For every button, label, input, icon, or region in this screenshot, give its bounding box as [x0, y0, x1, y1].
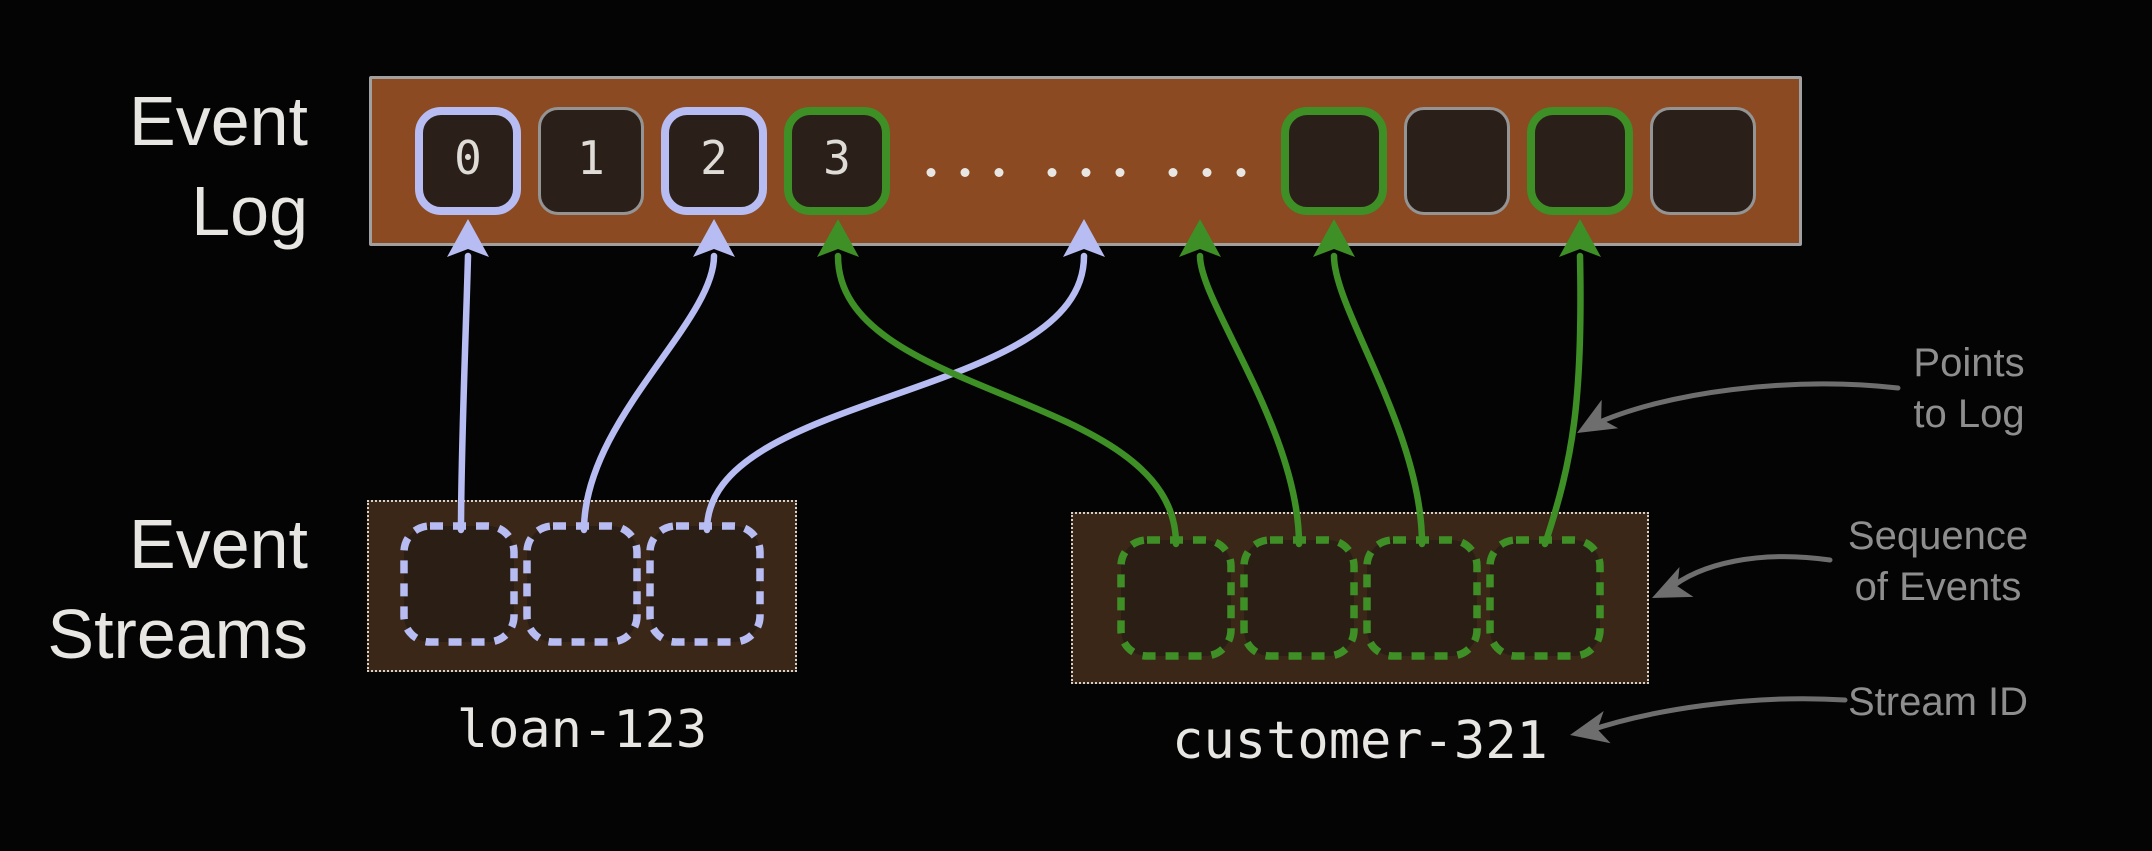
- connection-loan-slot2-to-log: [703, 252, 1088, 534]
- stream-box-customer-321: [1071, 512, 1649, 684]
- event-log-label: Event Log: [0, 76, 308, 256]
- connection-customer-slot3-to-cell6: [1541, 252, 1584, 548]
- annotation-points-line1: Points: [1913, 341, 2025, 385]
- ellipsis-group: [1047, 168, 1124, 177]
- ellipsis-dot: [926, 168, 935, 177]
- ellipsis-dot: [1202, 168, 1211, 177]
- connection-customer-slot1-to-log: [1196, 252, 1303, 548]
- log-cell-6-empty: [1404, 107, 1510, 215]
- ellipsis-dot: [1115, 168, 1124, 177]
- ellipsis-dot: [1047, 168, 1056, 177]
- ellipsis-row: [926, 168, 1245, 177]
- event-log-label-line2: Log: [191, 172, 308, 250]
- stream-box-loan-123: [367, 500, 797, 672]
- log-cell-1: 1: [538, 107, 644, 215]
- annotation-arrowhead-sequence-of-events: [1652, 567, 1694, 598]
- annotation-arrowhead-points-to-log: [1577, 399, 1619, 433]
- log-cell-8-empty: [1650, 107, 1756, 215]
- event-streams-label-line1: Event: [129, 505, 308, 583]
- event-streams-label-line2: Streams: [47, 595, 308, 673]
- annotation-sequence-of-events: Sequence of Events: [1758, 511, 2118, 613]
- ellipsis-dot: [1081, 168, 1090, 177]
- log-cell-0: 0: [415, 107, 521, 215]
- stream-id-label-loan: loan-123: [456, 700, 708, 760]
- log-cell-5-empty: [1281, 107, 1387, 215]
- annotation-points-to-log: Points to Log: [1789, 338, 2149, 440]
- annotation-sequence-line2: of Events: [1854, 565, 2022, 609]
- stream-id-label-customer: customer-321: [1172, 711, 1548, 771]
- ellipsis-dot: [994, 168, 1003, 177]
- event-log-label-line1: Event: [129, 82, 308, 160]
- connection-loan-slot0-to-cell0: [457, 252, 472, 534]
- ellipsis-dot: [960, 168, 969, 177]
- log-ellipsis: [907, 107, 1264, 215]
- annotation-sequence-line1: Sequence: [1847, 514, 2029, 558]
- log-cell-2: 2: [661, 107, 767, 215]
- ellipsis-dot: [1168, 168, 1177, 177]
- annotation-stream-id: Stream ID: [1758, 677, 2118, 728]
- event-streams-label: Event Streams: [0, 499, 308, 679]
- connection-loan-slot1-to-cell2: [580, 252, 718, 534]
- ellipsis-group: [926, 168, 1003, 177]
- connection-customer-slot0-to-cell3: [834, 252, 1180, 548]
- connection-customer-slot2-to-cell4: [1330, 252, 1426, 548]
- ellipsis-group: [1168, 168, 1245, 177]
- annotation-stream-id-line1: Stream ID: [1847, 680, 2029, 724]
- ellipsis-dot: [1236, 168, 1245, 177]
- log-cell-7-empty: [1527, 107, 1633, 215]
- log-cell-3: 3: [784, 107, 890, 215]
- annotation-points-line2: to Log: [1913, 392, 2025, 436]
